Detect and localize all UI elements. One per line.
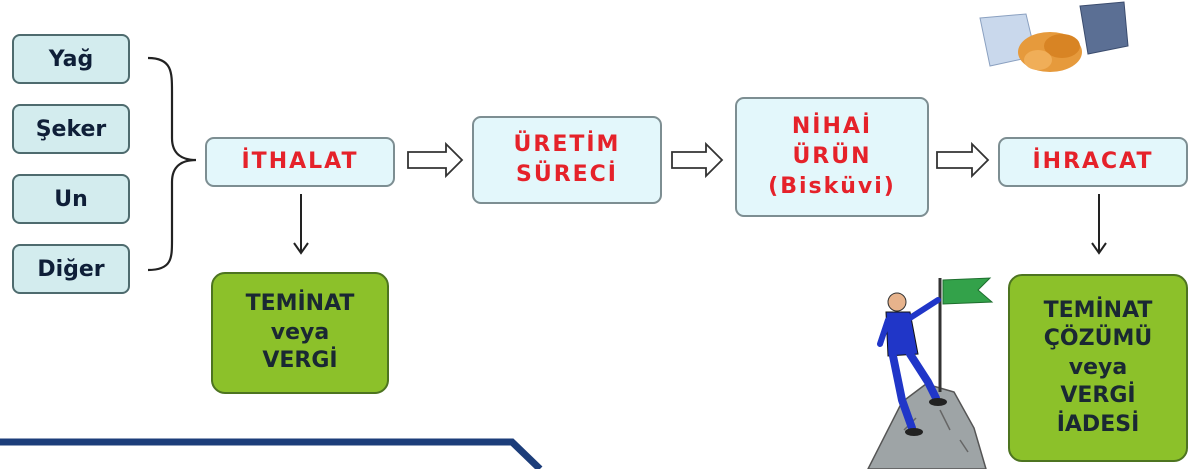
down-arrow-import bbox=[293, 194, 309, 255]
flow-arrow-1 bbox=[407, 141, 464, 179]
stage-ihracat: İHRACAT bbox=[998, 137, 1188, 187]
down-arrow-export bbox=[1091, 194, 1107, 255]
climber-with-flag-icon bbox=[867, 277, 994, 469]
input-diger: Diğer bbox=[12, 244, 130, 294]
handshake-icon bbox=[979, 1, 1129, 72]
flow-arrow-2 bbox=[671, 141, 724, 179]
stage-ithalat: İTHALAT bbox=[205, 137, 395, 187]
flow-arrow-3 bbox=[936, 141, 990, 179]
outcome-export-teminat: TEMİNAT ÇÖZÜMÜ veya VERGİ İADESİ bbox=[1008, 274, 1188, 462]
footer-bar bbox=[0, 442, 540, 469]
outcome-import-teminat: TEMİNAT veya VERGİ bbox=[211, 272, 389, 394]
input-brace bbox=[147, 56, 197, 272]
stage-nihai-urun: NİHAİ ÜRÜN (Bisküvi) bbox=[735, 97, 929, 217]
stage-uretim: ÜRETİM SÜRECİ bbox=[472, 116, 662, 204]
footer-bar-line bbox=[0, 438, 543, 469]
input-yag: Yağ bbox=[12, 34, 130, 84]
input-un: Un bbox=[12, 174, 130, 224]
input-seker: Şeker bbox=[12, 104, 130, 154]
